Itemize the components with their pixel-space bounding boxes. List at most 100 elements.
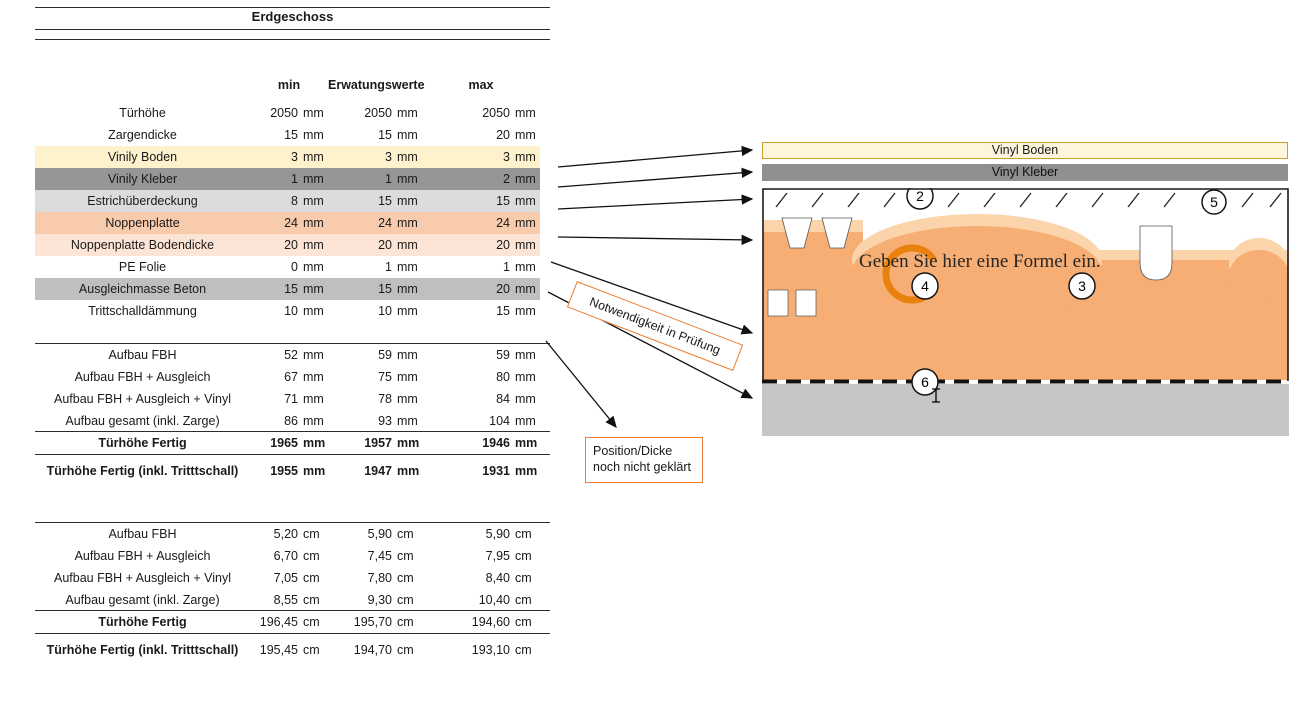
callout-5-circle[interactable] — [1201, 189, 1227, 215]
max-value-cell[interactable]: 15 — [496, 304, 510, 318]
min-value-cell[interactable]: 24 — [284, 216, 298, 230]
row-label-cell[interactable]: Aufbau FBH + Ausgleich — [74, 370, 211, 384]
max-value-cell[interactable]: 20 — [496, 238, 510, 252]
min-value-cell[interactable]: 196,45 — [259, 615, 298, 629]
max-value-cell[interactable]: 2 — [503, 172, 510, 186]
min-value-cell[interactable]: 52 — [284, 348, 298, 362]
min-value-cell[interactable]: 1955 — [270, 464, 298, 478]
min-value-cell[interactable]: 15 — [284, 282, 298, 296]
max-value-cell[interactable]: 3 — [503, 150, 510, 164]
max-value-cell[interactable]: 2050 — [482, 106, 510, 120]
expected-value-cell[interactable]: 2050 — [364, 106, 392, 120]
max-value-cell[interactable]: 193,10 — [471, 643, 510, 657]
min-value-cell[interactable]: 8,55 — [273, 593, 298, 607]
min-value-cell[interactable]: 1965 — [270, 436, 298, 450]
callout-6-circle[interactable] — [911, 368, 939, 396]
expected-value-cell[interactable]: 5,90 — [367, 527, 392, 541]
min-value-cell[interactable]: 2050 — [270, 106, 298, 120]
min-value-cell[interactable]: 10 — [284, 304, 298, 318]
row-label-cell[interactable]: Noppenplatte Bodendicke — [70, 238, 215, 252]
max-value-cell[interactable]: 194,60 — [471, 615, 510, 629]
min-value-cell[interactable]: 5,20 — [273, 527, 298, 541]
expected-value-cell[interactable]: 93 — [378, 414, 392, 428]
expected-value-cell[interactable]: 10 — [378, 304, 392, 318]
min-value-cell[interactable]: 3 — [291, 150, 298, 164]
min-value-cell[interactable]: 71 — [284, 392, 298, 406]
max-value-cell[interactable]: 10,40 — [478, 593, 510, 607]
vinyl-kleber-layer[interactable]: Vinyl Kleber — [762, 164, 1288, 181]
min-value-cell[interactable]: 86 — [284, 414, 298, 428]
formula-placeholder[interactable]: Geben Sie hier eine Formel ein. — [859, 251, 1101, 272]
expected-value-cell[interactable]: 15 — [378, 194, 392, 208]
callout-4-circle[interactable] — [911, 272, 939, 300]
row-label-cell[interactable]: Aufbau FBH — [108, 527, 177, 541]
max-value-cell[interactable]: 20 — [496, 282, 510, 296]
max-value-cell[interactable]: 59 — [496, 348, 510, 362]
vinyl-boden-layer[interactable]: Vinyl Boden — [762, 142, 1288, 159]
expected-col-header[interactable]: Erwatungswerte — [328, 78, 425, 92]
row-label-cell[interactable]: Aufbau gesamt (inkl. Zarge) — [65, 593, 220, 607]
expected-value-cell[interactable]: 1 — [385, 172, 392, 186]
row-label-cell[interactable]: Ausgleichmasse Beton — [78, 282, 207, 296]
max-value-cell[interactable]: 80 — [496, 370, 510, 384]
max-value-cell[interactable]: 24 — [496, 216, 510, 230]
min-value-cell[interactable]: 15 — [284, 128, 298, 142]
min-value-cell[interactable]: 7,05 — [273, 571, 298, 585]
row-label-cell[interactable]: Noppenplatte — [105, 216, 180, 230]
expected-value-cell[interactable]: 7,80 — [367, 571, 392, 585]
row-label-cell[interactable]: Aufbau FBH — [108, 348, 177, 362]
expected-value-cell[interactable]: 20 — [378, 238, 392, 252]
row-label-cell[interactable]: Estrichüberdeckung — [87, 194, 198, 208]
max-value-cell[interactable]: 7,95 — [485, 549, 510, 563]
max-value-cell[interactable]: 8,40 — [485, 571, 510, 585]
expected-value-cell[interactable]: 3 — [385, 150, 392, 164]
row-label-cell[interactable]: Türhöhe — [119, 106, 166, 120]
max-value-cell[interactable]: 15 — [496, 194, 510, 208]
expected-value-cell[interactable]: 1947 — [364, 464, 392, 478]
max-value-cell[interactable]: 5,90 — [485, 527, 510, 541]
expected-value-cell[interactable]: 24 — [378, 216, 392, 230]
row-label-cell[interactable]: Türhöhe Fertig — [98, 436, 187, 450]
row-label-cell[interactable]: Aufbau FBH + Ausgleich + Vinyl — [54, 392, 231, 406]
max-value-cell[interactable]: 20 — [496, 128, 510, 142]
expected-value-cell[interactable]: 15 — [378, 282, 392, 296]
max-col-header[interactable]: max — [468, 78, 494, 92]
max-value-cell[interactable]: 1 — [503, 260, 510, 274]
min-value-cell[interactable]: 6,70 — [273, 549, 298, 563]
row-label-cell[interactable]: Türhöhe Fertig (inkl. Tritttschall) — [46, 464, 239, 478]
min-value-cell[interactable]: 0 — [291, 260, 298, 274]
max-value-cell[interactable]: 1946 — [482, 436, 510, 450]
expected-value-cell[interactable]: 9,30 — [367, 593, 392, 607]
min-value-cell[interactable]: 8 — [291, 194, 298, 208]
row-label-cell[interactable]: Türhöhe Fertig (inkl. Tritttschall) — [46, 643, 239, 657]
max-value-cell[interactable]: 1931 — [482, 464, 510, 478]
callout-3-circle[interactable] — [1068, 272, 1096, 300]
min-value-cell[interactable]: 20 — [284, 238, 298, 252]
expected-value-cell[interactable]: 59 — [378, 348, 392, 362]
row-label-cell[interactable]: Zargendicke — [108, 128, 177, 142]
position-note[interactable]: Position/Dicke noch nicht geklärt — [585, 437, 703, 483]
expected-value-cell[interactable]: 15 — [378, 128, 392, 142]
min-col-header[interactable]: min — [277, 78, 301, 92]
row-label-cell[interactable]: Vinily Kleber — [107, 172, 178, 186]
expected-value-cell[interactable]: 195,70 — [353, 615, 392, 629]
expected-value-cell[interactable]: 7,45 — [367, 549, 392, 563]
expected-value-cell[interactable]: 75 — [378, 370, 392, 384]
min-value-cell[interactable]: 195,45 — [259, 643, 298, 657]
row-label-cell[interactable]: Aufbau FBH + Ausgleich + Vinyl — [54, 571, 231, 585]
max-value-cell[interactable]: 84 — [496, 392, 510, 406]
row-label-cell[interactable]: Aufbau gesamt (inkl. Zarge) — [65, 414, 220, 428]
row-label-cell[interactable]: PE Folie — [118, 260, 167, 274]
min-value-cell[interactable]: 1 — [291, 172, 298, 186]
row-label-cell[interactable]: Aufbau FBH + Ausgleich — [74, 549, 211, 563]
row-label-cell[interactable]: Türhöhe Fertig — [98, 615, 187, 629]
callout-2-circle[interactable] — [906, 188, 934, 210]
expected-value-cell[interactable]: 194,70 — [353, 643, 392, 657]
max-value-cell[interactable]: 104 — [489, 414, 510, 428]
pruefung-note[interactable]: Notwendigkeit in Prüfung — [566, 281, 744, 371]
row-label-cell[interactable]: Vinily Boden — [107, 150, 178, 164]
expected-value-cell[interactable]: 78 — [378, 392, 392, 406]
expected-value-cell[interactable]: 1 — [385, 260, 392, 274]
expected-value-cell[interactable]: 1957 — [364, 436, 392, 450]
row-label-cell[interactable]: Trittschalldämmung — [88, 304, 197, 318]
